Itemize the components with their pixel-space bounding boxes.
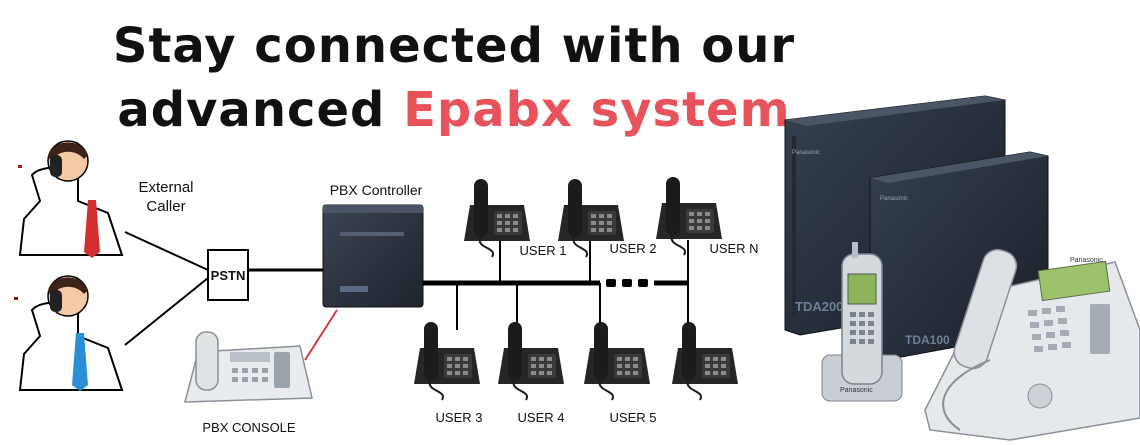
red-tie-icon	[84, 200, 100, 258]
ip-desk-phone-icon	[924, 248, 1140, 441]
marker-dot-bottom	[14, 297, 18, 300]
console-phone-icon	[184, 331, 313, 403]
headline-accent: Epabx system	[403, 82, 791, 138]
link-caller-top	[124, 231, 209, 271]
blue-tie-icon	[72, 333, 88, 391]
drop-lines	[456, 240, 689, 330]
pstn-box	[207, 249, 249, 301]
caller-person-top	[19, 140, 123, 258]
headline-line-1: Stay connected with our	[4, 18, 904, 74]
pbx-console-label: PBX CONSOLE	[202, 420, 296, 435]
brand-label-small: Panasonic	[880, 196, 908, 202]
user-4-label: USER 4	[518, 410, 565, 425]
pstn-label: PSTN	[211, 268, 246, 283]
user-phone-6	[671, 321, 739, 401]
headline-line-2: advanced Epabx system	[4, 82, 904, 138]
external-caller-label-1: External	[138, 179, 193, 196]
brand-label-desk: Panasonic	[1070, 257, 1103, 264]
headline-text-2-prefix: advanced	[117, 82, 404, 138]
caller-person-bottom	[19, 275, 123, 391]
user-2-label: USER 2	[610, 241, 657, 256]
cordless-phone-icon	[821, 242, 903, 402]
headline-text-1: Stay connected with our	[112, 18, 796, 74]
user-3-label: USER 3	[436, 410, 483, 425]
user-phone-3	[413, 321, 481, 401]
user-5-label: USER 5	[610, 410, 657, 425]
link-pbx-console	[304, 309, 338, 361]
user-n-label: USER N	[709, 241, 758, 256]
model-label-small: TDA100	[905, 333, 950, 347]
link-caller-bottom	[124, 277, 209, 346]
marker-dot-top	[18, 165, 22, 168]
bus-ellipsis	[606, 279, 648, 287]
pbx-controller-label: PBX Controller	[330, 182, 423, 198]
brand-label-cordless: Panasonic	[840, 387, 873, 394]
model-label-large: TDA200	[795, 299, 843, 314]
pbx-cabinet-icon	[322, 204, 424, 308]
brand-label-large: Panasonic	[792, 150, 820, 156]
external-caller-label-2: Caller	[146, 198, 185, 215]
user-1-label: USER 1	[520, 243, 567, 258]
user-phone-4	[497, 321, 565, 401]
user-phone-5	[583, 321, 651, 401]
